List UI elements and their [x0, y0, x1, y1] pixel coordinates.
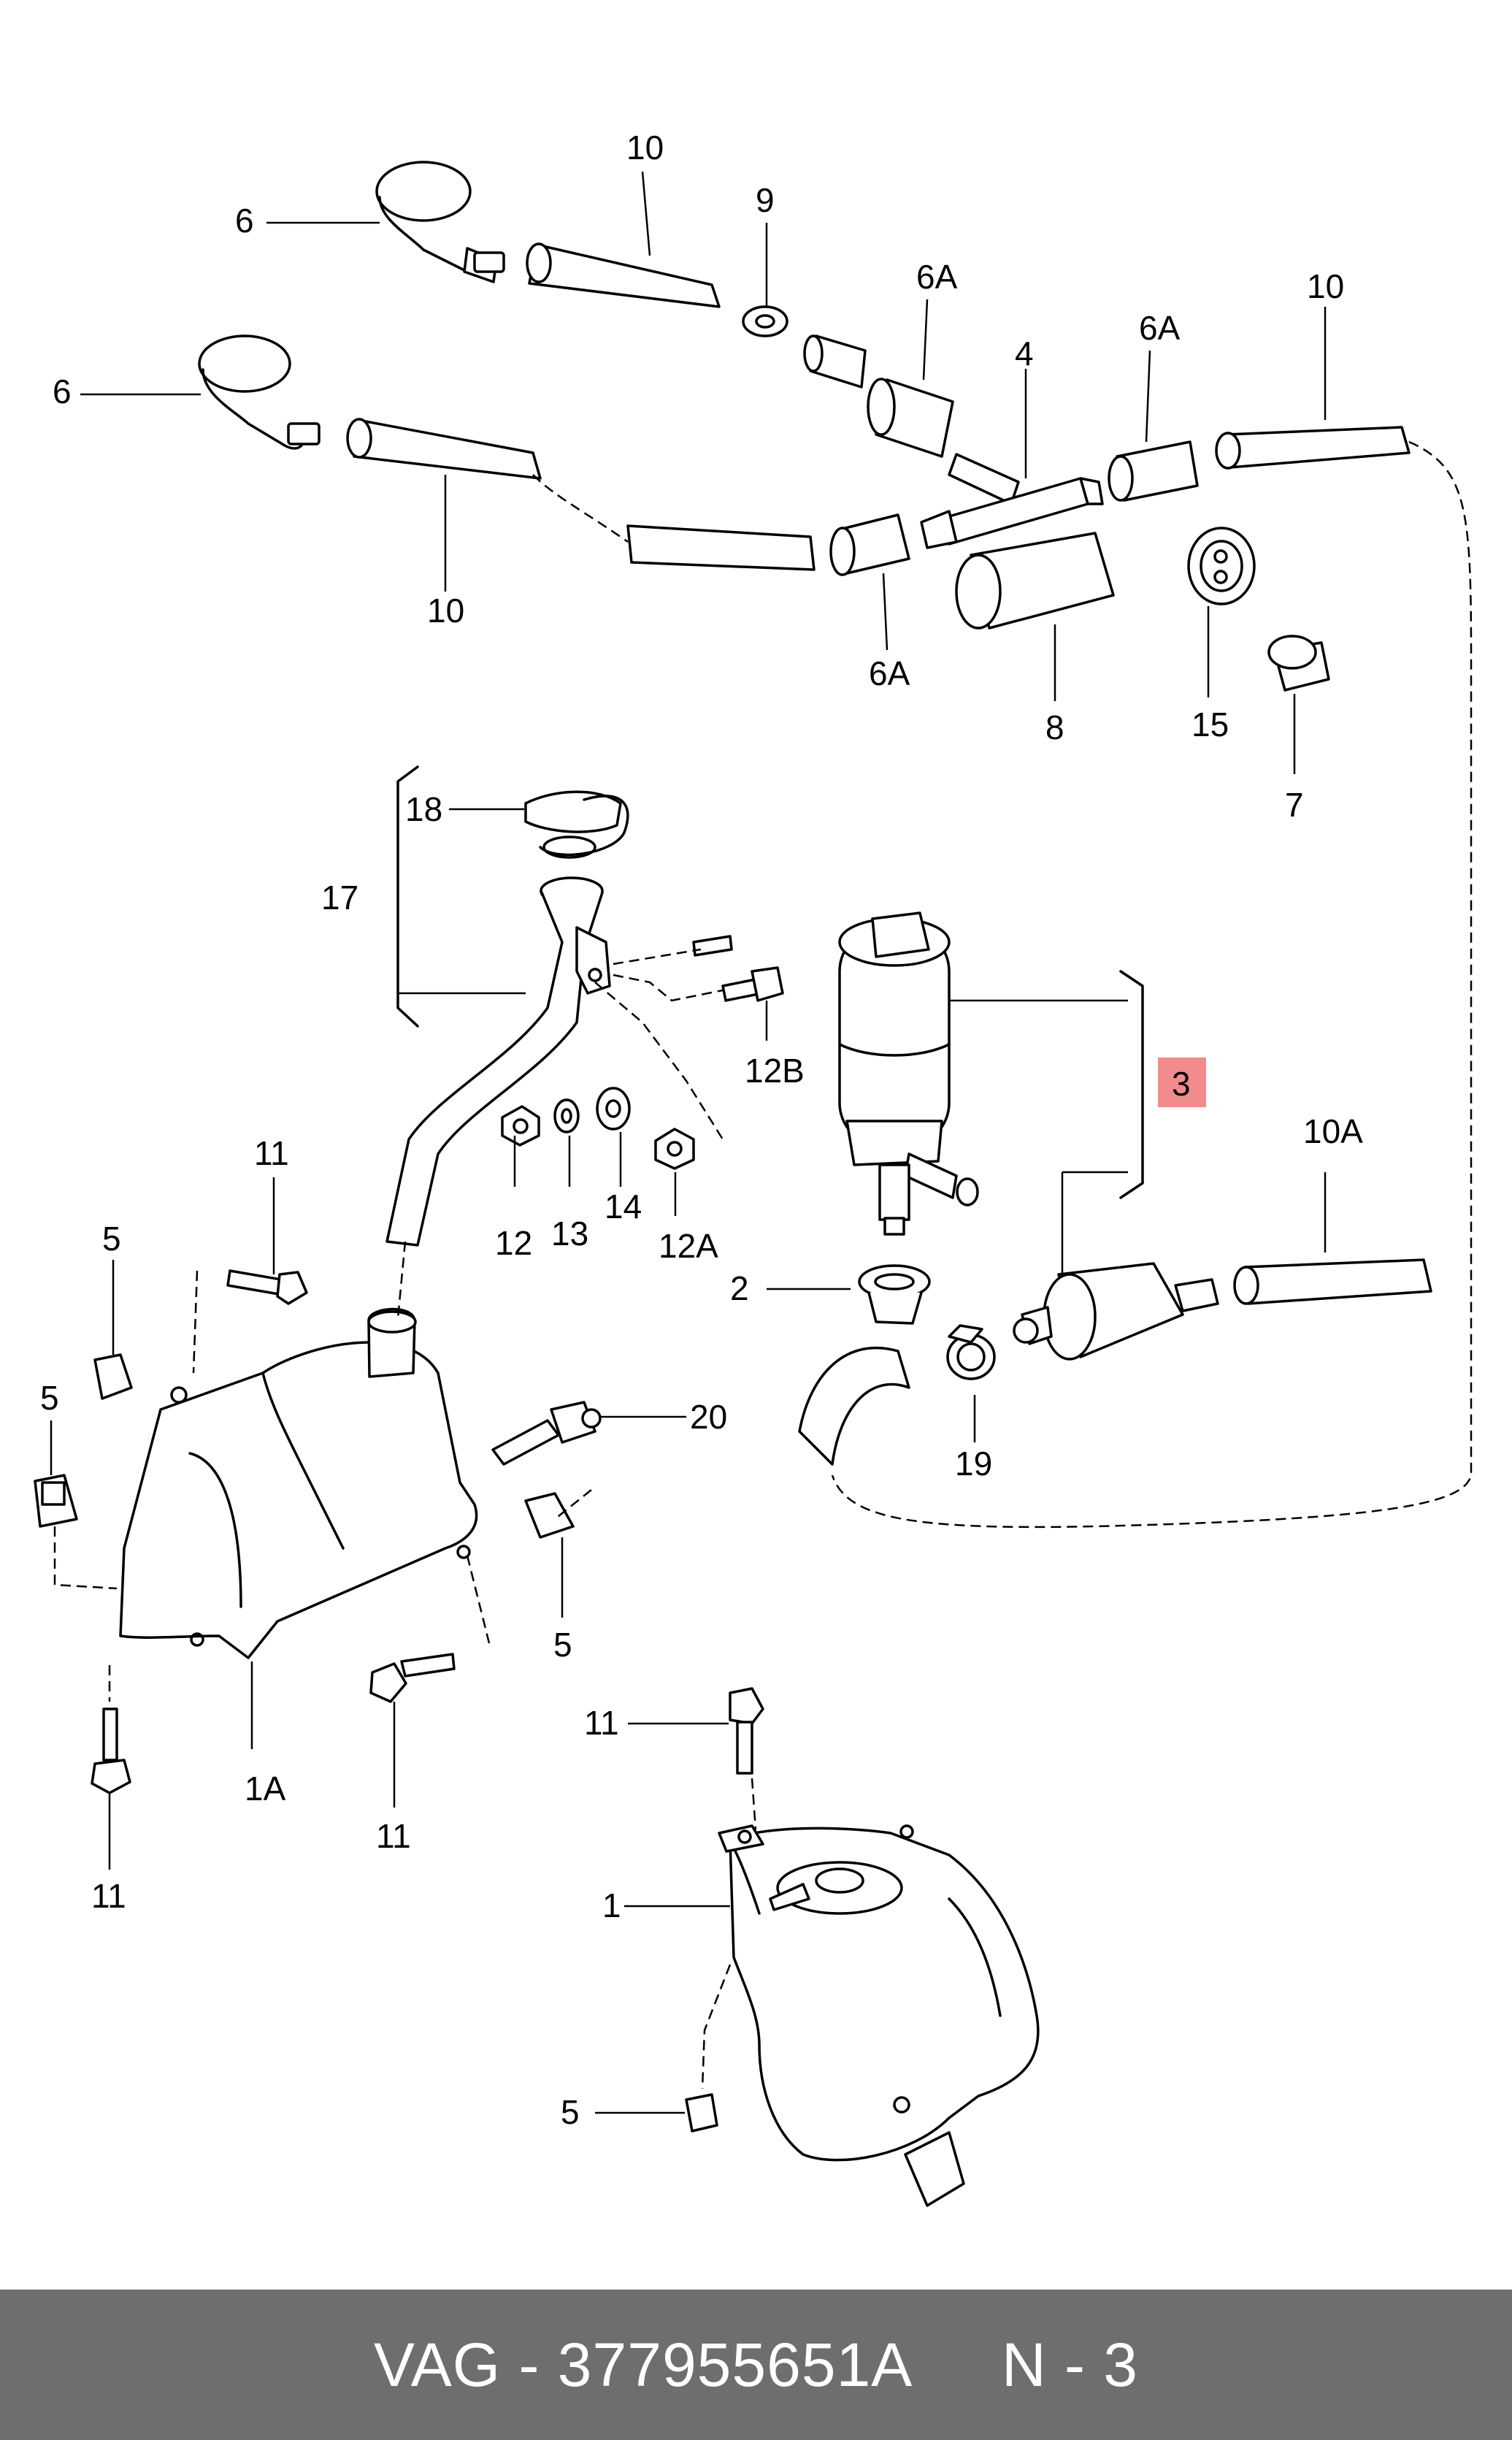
label-2: 2 — [730, 1269, 749, 1307]
label-6-top: 6 — [235, 202, 254, 240]
dashed-connection-right — [831, 440, 1473, 1529]
dashed-line-housing-d — [466, 1555, 491, 1644]
bolt-11-c — [369, 1653, 456, 1703]
clip-5-b — [34, 1474, 78, 1528]
label-19: 19 — [955, 1445, 992, 1483]
level-sensor-20 — [491, 1401, 602, 1466]
inline-filter — [1013, 1262, 1219, 1361]
nut-12 — [501, 1105, 540, 1147]
label-3: 3 — [1172, 1065, 1191, 1103]
bracket-3 — [1119, 970, 1144, 1199]
label-17: 17 — [321, 879, 358, 917]
dashed-line-housing-b — [53, 1526, 118, 1590]
dashed-line-housing-f — [396, 1241, 407, 1319]
hose-10A — [1233, 1258, 1432, 1305]
label-6A-b: 6A — [1139, 309, 1181, 347]
sleeve-6A-b — [1108, 440, 1199, 502]
nut-12A — [654, 1128, 695, 1170]
label-5-d: 5 — [561, 2093, 580, 2131]
cap-7 — [1267, 635, 1330, 692]
label-11-b: 11 — [376, 1817, 411, 1855]
label-12B: 12B — [745, 1052, 805, 1090]
footer-bar: VAG - 377955651A N - 3 — [0, 2290, 1512, 2440]
hose-10-mid — [346, 418, 816, 571]
sleeve-6A-a — [867, 378, 954, 458]
filler-cap-18 — [524, 790, 629, 859]
label-1A: 1A — [245, 1770, 286, 1808]
sleeve-6A-c — [829, 513, 910, 576]
dashed-line-reservoir-b — [701, 1964, 732, 2089]
footer-part-number: 377955651A — [557, 2330, 913, 2399]
label-15: 15 — [1191, 705, 1229, 743]
leader-lines — [50, 171, 1327, 2114]
grommet-2 — [858, 1264, 931, 1325]
washer-13 — [553, 1098, 580, 1133]
part-labels: 6 6 10 9 6A 4 6A 10 10 6A 8 15 7 18 17 1… — [40, 129, 1363, 2131]
label-20: 20 — [690, 1398, 727, 1436]
label-1: 1 — [602, 1886, 621, 1924]
label-8: 8 — [1045, 708, 1064, 746]
label-13: 13 — [551, 1215, 588, 1252]
clip-5-c — [524, 1492, 575, 1539]
footer-brand: VAG — [373, 2330, 502, 2399]
dashed-line-housing-e — [554, 1489, 592, 1520]
bolt-11-a — [226, 1269, 308, 1305]
clip-5-a — [93, 1353, 133, 1400]
connector-small — [803, 334, 867, 389]
label-6-mid: 6 — [53, 372, 72, 410]
label-18: 18 — [405, 790, 442, 828]
label-12: 12 — [495, 1224, 532, 1262]
bracket-17 — [396, 765, 419, 1028]
washer-pump-3 — [838, 911, 979, 1236]
dashed-bolt-line-2 — [613, 974, 724, 1002]
footer-separator: - — [501, 2330, 558, 2399]
label-10A: 10A — [1303, 1112, 1363, 1150]
dashed-line-housing-a — [192, 1270, 199, 1374]
label-7: 7 — [1285, 786, 1304, 824]
parts-diagram: 6 6 10 9 6A 4 6A 10 10 6A 8 15 7 18 17 1… — [34, 129, 1473, 2207]
label-5-a: 5 — [102, 1220, 121, 1258]
washer-nozzle-top — [375, 161, 505, 283]
label-12A: 12A — [659, 1227, 718, 1265]
footer-page: N - 3 — [1001, 2330, 1139, 2399]
washer-nozzle-mid — [198, 334, 321, 450]
clip-5-d — [685, 2093, 718, 2133]
footer-gap — [913, 2330, 1002, 2401]
t-connector-4 — [920, 453, 1104, 549]
label-5-b: 5 — [40, 1379, 59, 1417]
washer-14 — [596, 1087, 631, 1131]
hose-10-right — [1215, 426, 1411, 470]
stud-and-bolt-12B — [692, 935, 784, 1002]
dashed-line-reservoir-a — [751, 1778, 757, 1830]
label-6A-a: 6A — [916, 258, 958, 296]
dashed-connection-hose — [532, 474, 629, 543]
label-11-c: 11 — [91, 1877, 126, 1915]
hose-bend — [798, 1346, 910, 1466]
label-10-mid: 10 — [427, 592, 464, 630]
label-11-d: 11 — [584, 1704, 619, 1742]
label-10-right: 10 — [1307, 267, 1344, 305]
dashed-bolt-line — [613, 948, 702, 965]
highlight-box-part-3 — [1158, 1058, 1206, 1107]
hose-clamp-19 — [946, 1324, 996, 1380]
label-6A-c: 6A — [869, 654, 910, 692]
reservoir-1 — [718, 1824, 1040, 2207]
grommet-15 — [1187, 527, 1256, 605]
label-11-a: 11 — [254, 1134, 289, 1172]
washer-9 — [742, 305, 788, 337]
hose-10-top — [526, 242, 721, 308]
bolt-11-b — [91, 1707, 131, 1794]
dashed-nut-line — [594, 982, 724, 1140]
reservoir-housing-1A — [119, 1307, 478, 1659]
filler-pipe-17 — [385, 876, 611, 1247]
label-5-c: 5 — [553, 1626, 572, 1664]
bolt-11-d — [729, 1687, 764, 1775]
label-4: 4 — [1015, 334, 1034, 372]
sleeve-8 — [955, 532, 1115, 630]
label-10-top: 10 — [626, 129, 664, 167]
label-14: 14 — [605, 1188, 642, 1225]
label-9: 9 — [756, 181, 775, 219]
